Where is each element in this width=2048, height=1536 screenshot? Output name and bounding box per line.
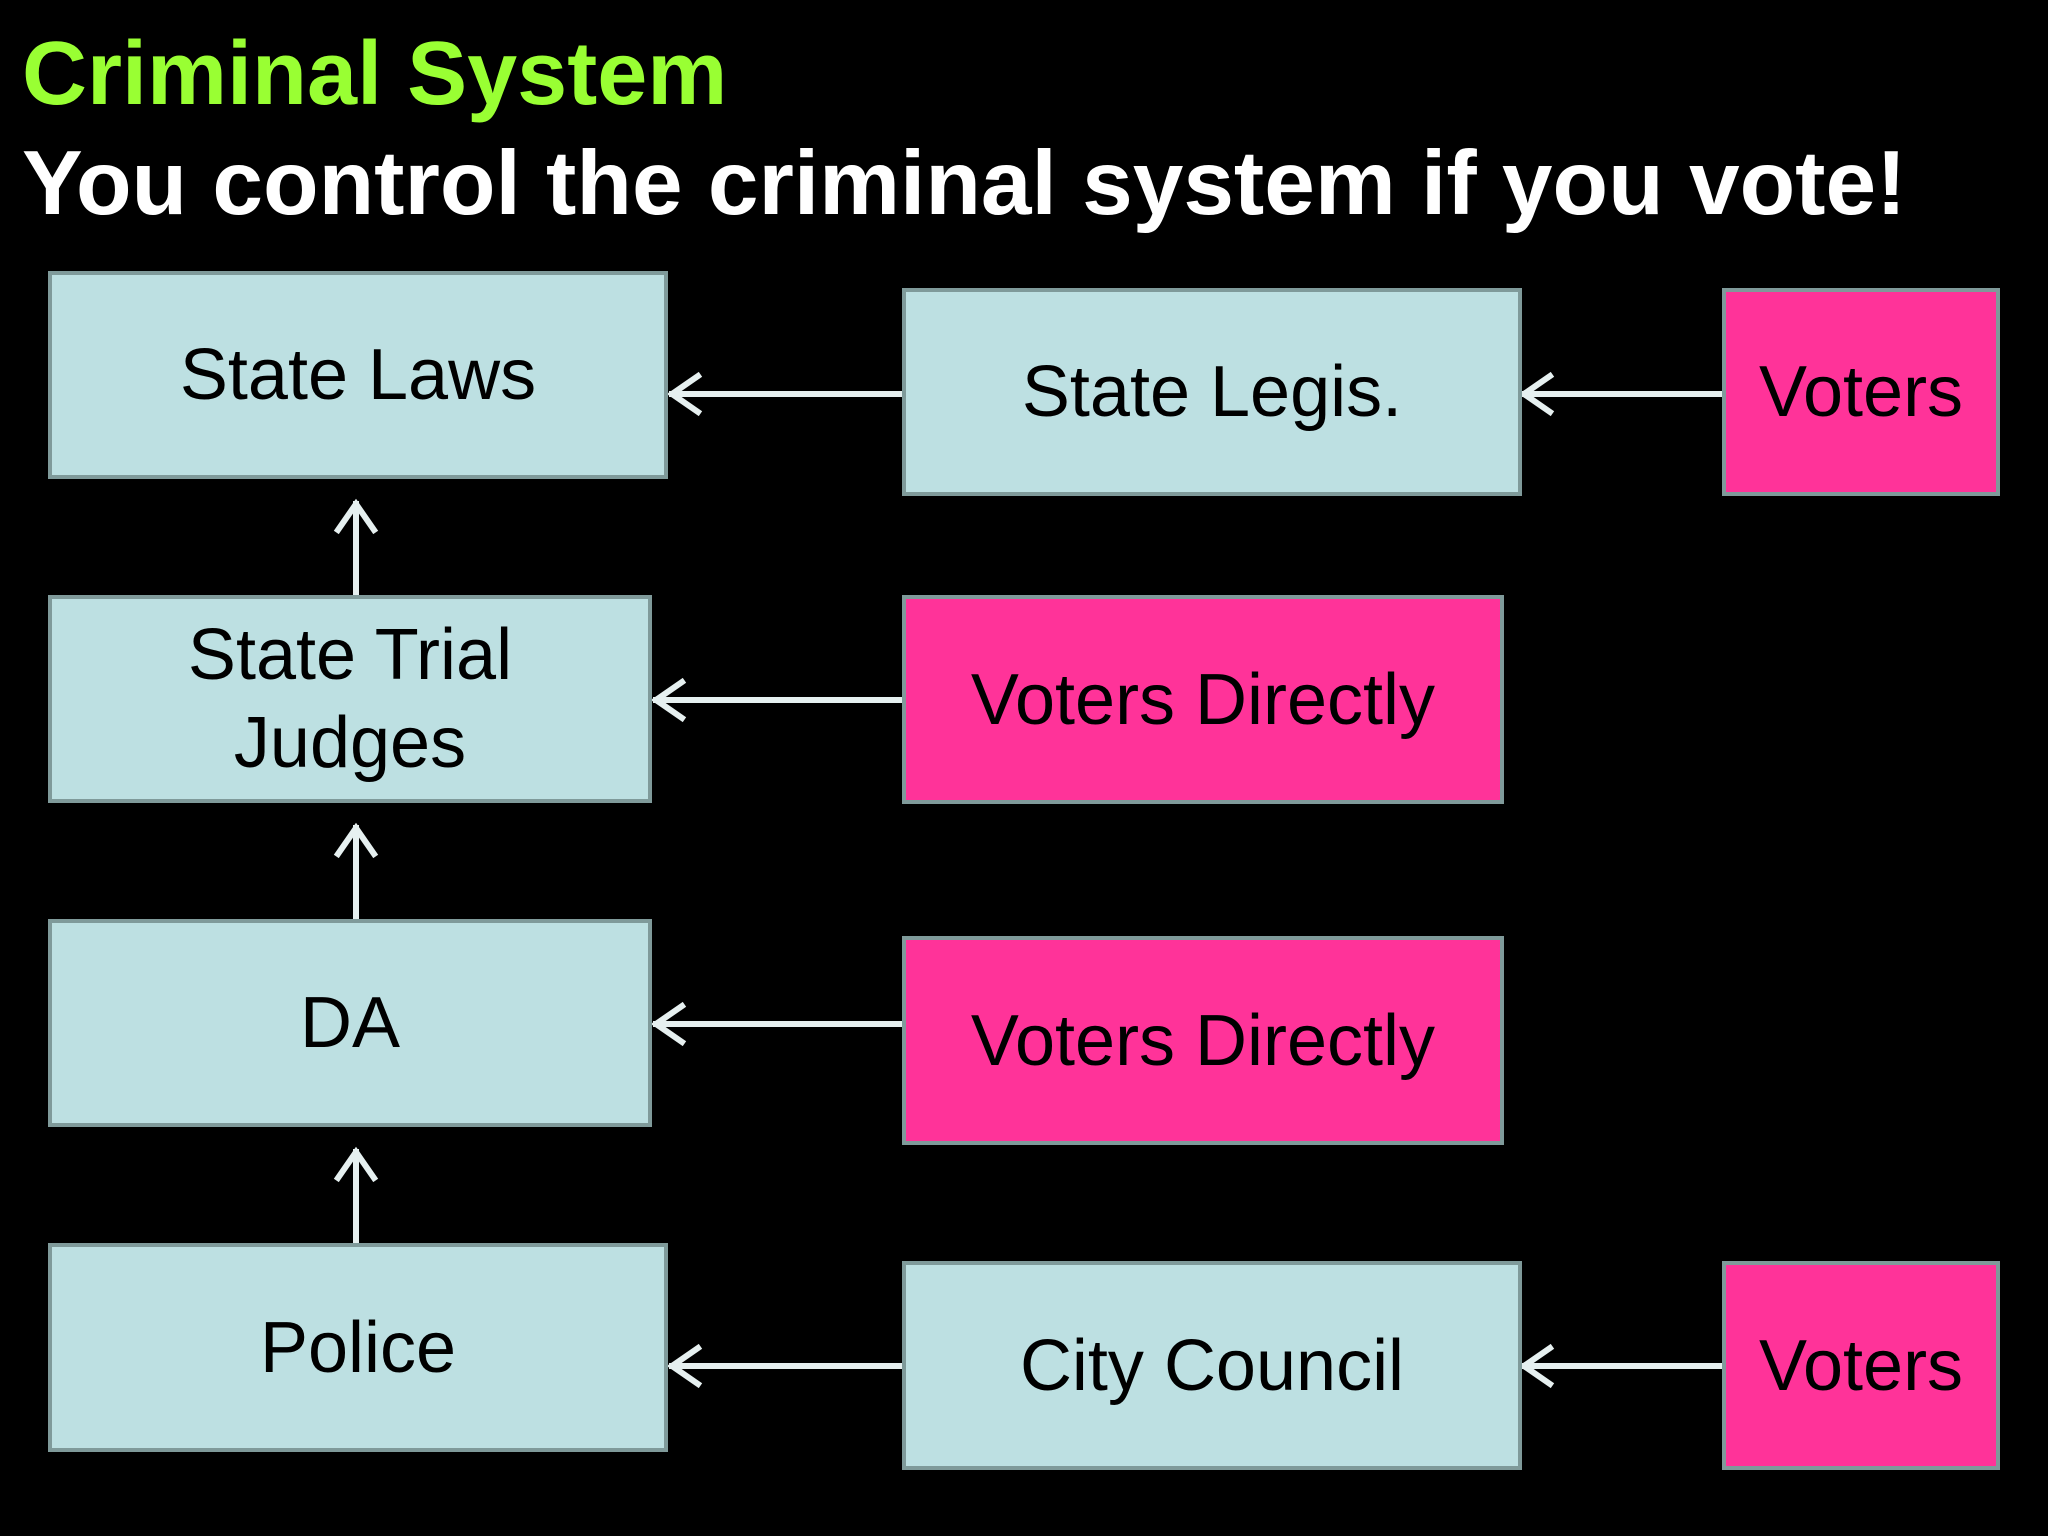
slide-subtitle: You control the criminal system if you v… (22, 133, 1907, 234)
da-label: DA (299, 983, 401, 1063)
voters-bottom-box: Voters (1722, 1261, 2000, 1470)
voters-directly-da-label: Voters Directly (970, 1000, 1436, 1081)
voters-directly-judges-box: Voters Directly (902, 595, 1504, 804)
state-trial-judges-box: State Trial Judges (48, 595, 652, 803)
arrow-voters-to-council (1518, 1343, 1741, 1389)
arrow-judges-to-laws (333, 498, 379, 597)
arrow-voters-to-judges (650, 677, 907, 723)
voters-top-label: Voters (1758, 352, 1964, 432)
city-council-label: City Council (1019, 1325, 1405, 1406)
state-legis-box: State Legis. (902, 288, 1522, 496)
voters-top-box: Voters (1722, 288, 2000, 496)
arrow-voters-to-da (650, 1001, 907, 1047)
da-box: DA (48, 919, 652, 1127)
voters-bottom-label: Voters (1758, 1325, 1964, 1406)
arrow-voters-to-legis (1518, 371, 1741, 417)
voters-directly-da-box: Voters Directly (902, 936, 1504, 1145)
state-trial-judges-label-line2: Judges (233, 703, 467, 783)
state-laws-label: State Laws (179, 335, 537, 415)
state-laws-box: State Laws (48, 271, 668, 479)
arrow-da-to-judges (333, 822, 379, 921)
arrow-police-to-da (333, 1146, 379, 1245)
arrow-council-to-police (666, 1343, 923, 1389)
state-trial-judges-label: State Trial Judges (188, 611, 512, 787)
city-council-box: City Council (902, 1261, 1522, 1470)
police-label: Police (259, 1307, 457, 1388)
slide-title: Criminal System (22, 24, 728, 124)
arrow-legis-to-laws (666, 371, 923, 417)
state-legis-label: State Legis. (1021, 352, 1403, 432)
police-box: Police (48, 1243, 668, 1452)
state-trial-judges-label-line1: State Trial (187, 615, 513, 695)
voters-directly-judges-label: Voters Directly (970, 659, 1436, 740)
